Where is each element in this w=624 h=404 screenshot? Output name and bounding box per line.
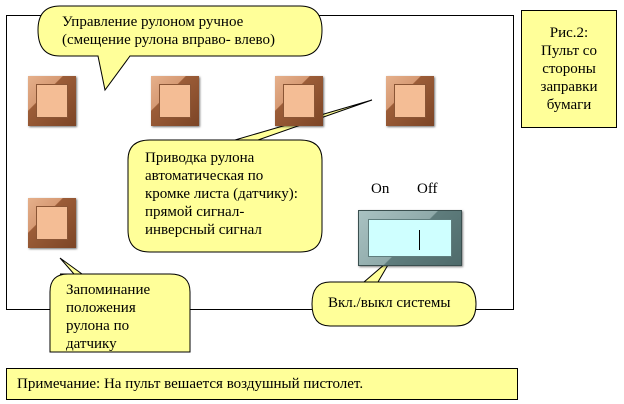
switch-on-label: On (371, 181, 390, 197)
figure-caption-line-4: заправки (540, 79, 598, 95)
switch-off-label: Off (417, 181, 438, 197)
switch-face (368, 219, 452, 257)
callout-memory-line-1: Запоминание (66, 282, 151, 298)
roll-auto-button[interactable] (386, 76, 434, 126)
callout-auto-bubble (127, 99, 373, 253)
roll-manual-button-2[interactable] (151, 76, 199, 126)
callout-memory: Запоминание положения рулона по датчику (66, 281, 150, 351)
callout-auto: Приводка рулона автоматическая по кромке… (145, 149, 298, 239)
note-text: Примечание: На пульт вешается воздушный … (17, 376, 364, 392)
callout-system-bubble (311, 257, 477, 327)
callout-manual: Управление рулоном ручное (смещение руло… (62, 13, 275, 49)
callout-memory-line-2: положения (66, 300, 136, 316)
figure-caption-line-3: стороны (542, 61, 596, 77)
roll-manual-button-3[interactable] (275, 76, 323, 126)
callout-manual-line-1: Управление рулоном ручное (62, 14, 244, 30)
callout-memory-line-4: датчику (66, 336, 117, 351)
callout-auto-line-2: автоматическая по (145, 168, 264, 184)
callout-manual-bubble (37, 5, 323, 92)
callout-memory-bubble (49, 257, 191, 353)
callout-system-text: Вкл./выкл системы (328, 295, 451, 311)
switch-indicator-line (419, 230, 420, 250)
roll-memory-button[interactable] (28, 198, 76, 248)
callout-auto-line-1: Приводка рулона (145, 150, 255, 166)
callout-manual-line-2: (смещение рулона вправо- влево) (62, 32, 276, 48)
callout-auto-line-3: кромке листа (датчику): (145, 186, 298, 202)
callout-auto-line-5: инверсный сигнал (145, 222, 262, 238)
callout-system: Вкл./выкл системы (328, 294, 451, 312)
figure-caption-line-5: бумаги (546, 97, 592, 113)
figure-caption: Рис.2: Пульт со стороны заправки бумаги (521, 10, 617, 128)
note-box: Примечание: На пульт вешается воздушный … (6, 368, 518, 400)
callout-memory-line-3: рулона по (66, 318, 130, 334)
roll-manual-button-1[interactable] (28, 76, 76, 126)
callout-auto-line-4: прямой сигнал- (145, 204, 245, 220)
system-power-switch[interactable] (358, 210, 462, 266)
figure-caption-line-2: Пульт со (541, 43, 597, 59)
figure-caption-line-1: Рис.2: (549, 25, 589, 41)
